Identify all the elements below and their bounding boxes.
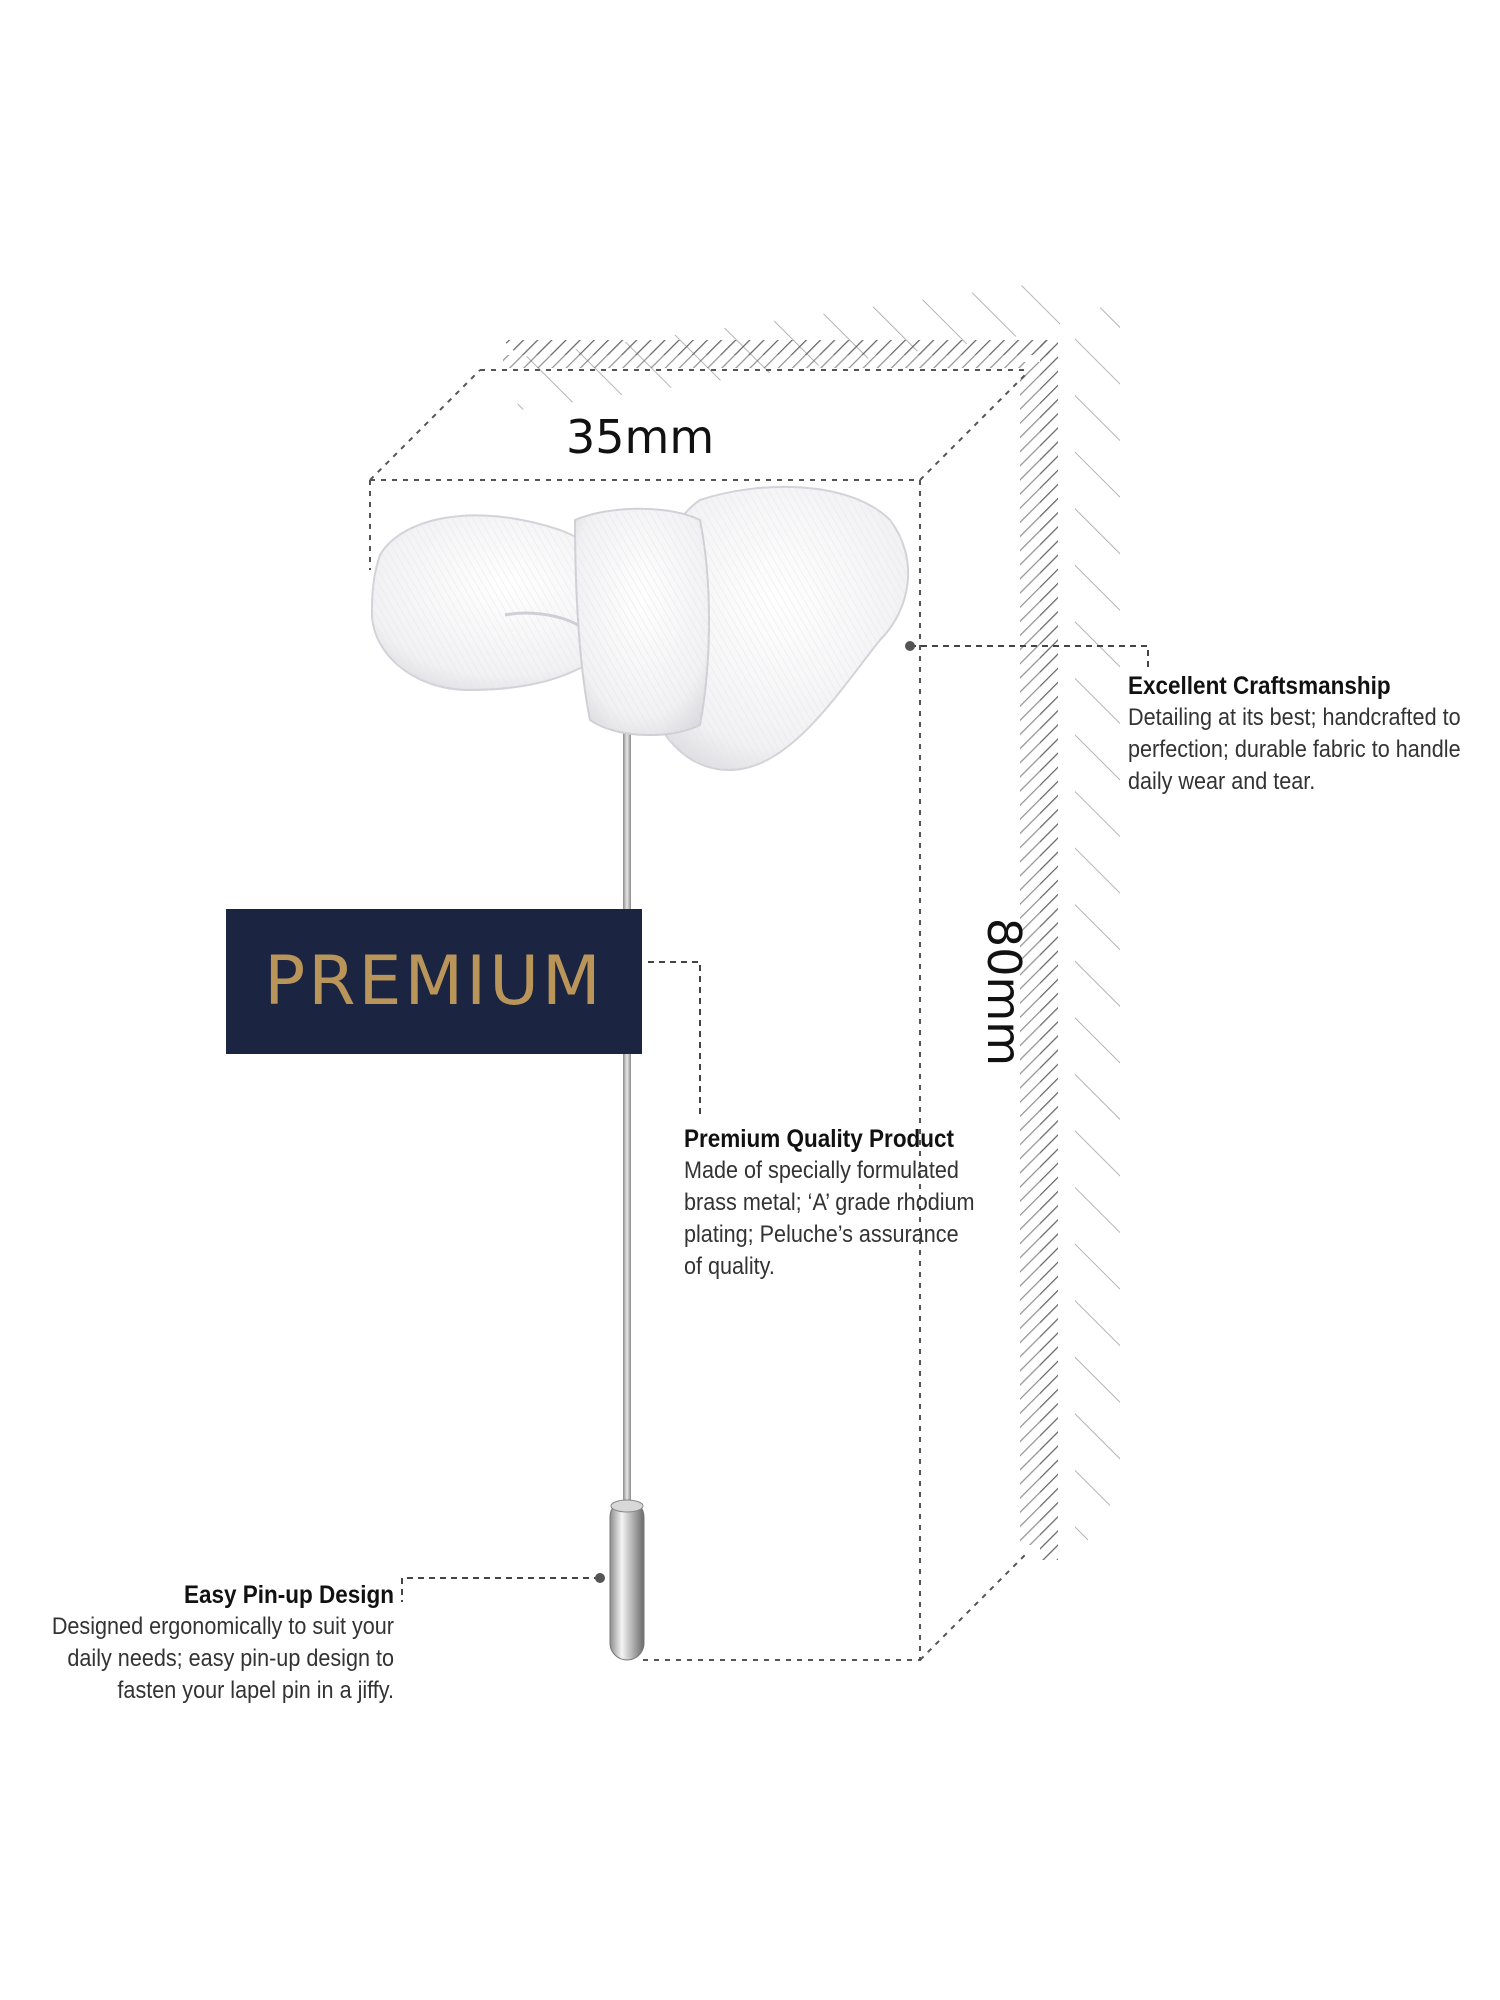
premium-badge-label: PREMIUM [264,942,604,1021]
feature-title: Excellent Craftsmanship [1128,672,1391,700]
feature-craftsmanship: Excellent Craftsmanship Detailing at its… [1128,670,1479,798]
feature-title: Premium Quality Product [684,1125,955,1153]
feature-line: daily wear and tear. [1128,768,1316,795]
feature-line: plating; Peluche’s assurance [684,1221,959,1248]
feature-line: perfection; durable fabric to handle [1128,736,1461,763]
premium-badge: PREMIUM [226,909,642,1054]
pin-shaft [623,700,631,1500]
feature-line: fasten your lapel pin in a jiffy. [117,1677,395,1704]
feature-line: daily needs; easy pin-up design to [67,1645,395,1672]
height-dimension-label: 80mm [977,917,1032,1067]
feature-line: Made of specially formulated [684,1157,959,1184]
callout-dot-pin [595,1573,605,1583]
pin-cap [609,1499,645,1661]
feature-pin-up: Easy Pin-up Design Designed ergonomicall… [43,1579,394,1707]
feature-line: Detailing at its best; handcrafted to [1128,704,1461,731]
feature-line: of quality. [684,1253,775,1280]
feature-quality: Premium Quality Product Made of speciall… [684,1123,981,1283]
feature-title: Easy Pin-up Design [183,1581,394,1609]
width-dimension-label: 35mm [566,410,715,464]
feature-line: Designed ergonomically to suit your [51,1613,394,1640]
callout-lines [401,645,1149,1602]
fabric-bow [370,485,910,772]
feature-line: brass metal; ‘A’ grade rhodium [684,1189,975,1216]
callout-dot-craft [905,641,915,651]
dimension-box [369,369,1026,1661]
